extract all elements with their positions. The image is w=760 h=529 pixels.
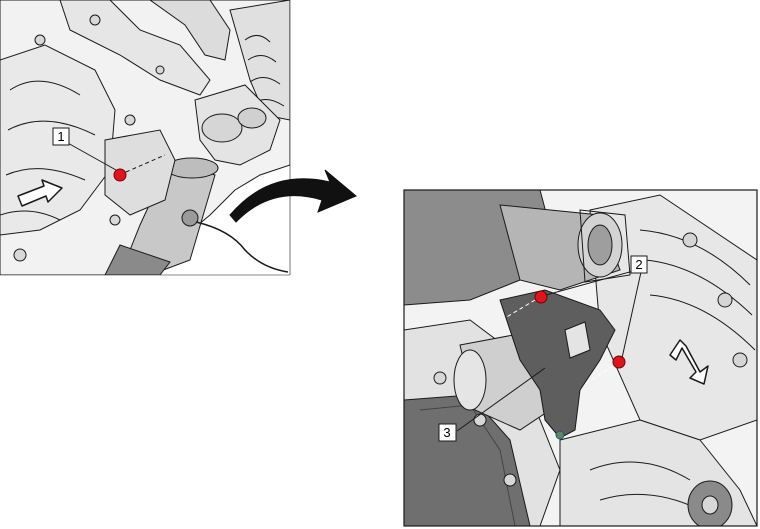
callout-1: 1 bbox=[52, 127, 117, 171]
overview-illustration bbox=[0, 0, 291, 276]
curved-arrow-icon bbox=[229, 169, 357, 223]
detail-frame bbox=[403, 189, 758, 527]
callout-2-label: 2 bbox=[635, 257, 642, 272]
bolt-2-upper bbox=[504, 290, 548, 319]
bolt-2-lower bbox=[584, 355, 626, 385]
callout-1-label: 1 bbox=[57, 129, 64, 144]
callout-3-label: 3 bbox=[443, 425, 450, 440]
callout-2: 2 bbox=[545, 255, 648, 359]
double-direction-arrow-icon bbox=[669, 339, 709, 385]
direction-arrow-icon bbox=[17, 179, 63, 207]
callout-3: 3 bbox=[438, 367, 546, 442]
detail-illustration bbox=[403, 189, 758, 527]
bolt-1 bbox=[113, 154, 166, 182]
